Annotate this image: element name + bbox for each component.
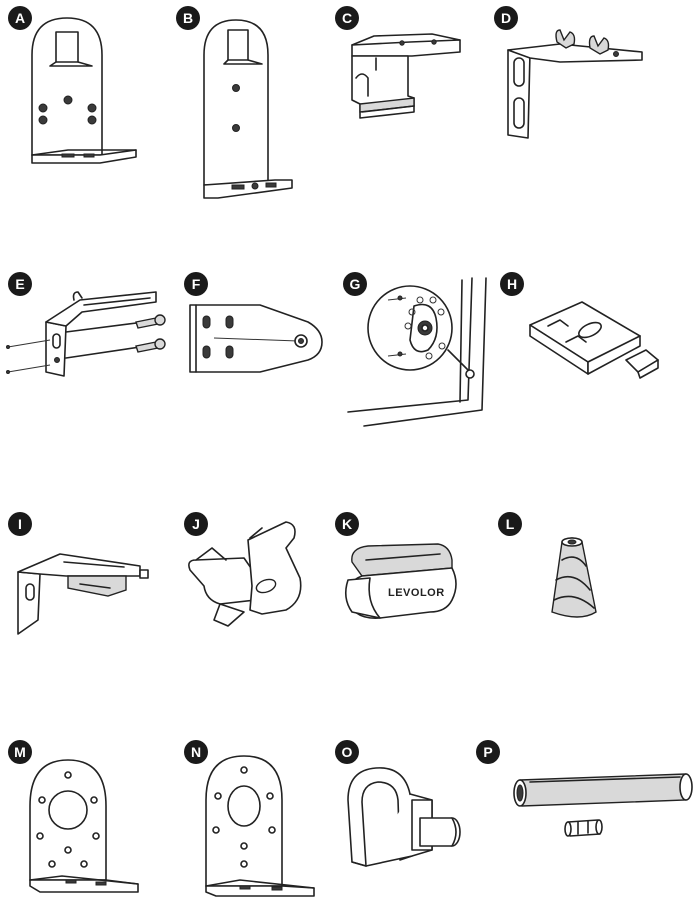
badge-i-label: I	[18, 516, 22, 532]
clip-bracket-icon	[352, 34, 460, 118]
badge-f-label: F	[192, 276, 201, 292]
badge-n: N	[184, 740, 208, 764]
hinge-plate-icon	[190, 305, 322, 372]
mounting-clip-icon	[530, 302, 658, 378]
badge-b-label: B	[183, 10, 193, 26]
badge-f: F	[184, 272, 208, 296]
cord-tassel-icon	[552, 538, 596, 617]
badge-n-label: N	[191, 744, 201, 760]
badge-j-label: J	[192, 516, 200, 532]
roller-bracket-left-icon	[30, 760, 138, 892]
badge-g: G	[343, 272, 367, 296]
badge-m-label: M	[14, 744, 26, 760]
badge-k-label: K	[342, 516, 352, 532]
tube-coupler-icon	[514, 774, 692, 836]
brand-text: LEVOLOR	[388, 587, 445, 599]
badge-e-label: E	[15, 276, 24, 292]
window-frame-mount-icon	[348, 278, 486, 426]
badge-a: A	[8, 6, 32, 30]
wing-nut-bracket-icon	[508, 30, 642, 138]
roller-bracket-right-icon	[206, 756, 314, 896]
extension-bracket-screws-icon	[7, 292, 166, 376]
badge-p-label: P	[483, 744, 492, 760]
badge-c-label: C	[342, 10, 352, 26]
badge-c: C	[335, 6, 359, 30]
badge-h: H	[500, 272, 524, 296]
badge-o: O	[335, 740, 359, 764]
badge-o-label: O	[342, 744, 353, 760]
badge-b: B	[176, 6, 200, 30]
badge-l: L	[498, 512, 522, 536]
spring-bracket-icon	[18, 554, 148, 634]
badge-i: I	[8, 512, 32, 536]
badge-a-label: A	[15, 10, 25, 26]
levolor-cap-icon: LEVOLOR	[346, 544, 456, 618]
badge-d: D	[494, 6, 518, 30]
badge-k: K	[335, 512, 359, 536]
badge-e: E	[8, 272, 32, 296]
badge-p: P	[476, 740, 500, 764]
badge-g-label: G	[350, 276, 361, 292]
badge-d-label: D	[501, 10, 511, 26]
tall-l-bracket-icon	[204, 20, 292, 198]
badge-h-label: H	[507, 276, 517, 292]
badge-l-label: L	[506, 516, 515, 532]
badge-m: M	[8, 740, 32, 764]
cord-cleat-icon	[348, 768, 460, 866]
badge-j: J	[184, 512, 208, 536]
l-bracket-slotted-icon	[32, 18, 136, 163]
valance-clip-icon	[189, 522, 301, 626]
